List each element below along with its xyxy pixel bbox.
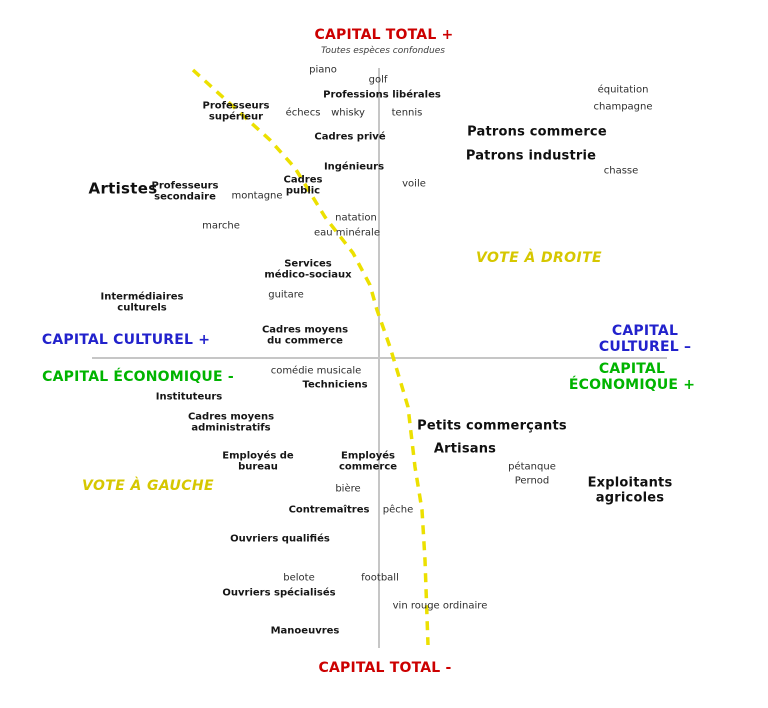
label-exploitants-agricoles: Exploitants agricoles [587, 475, 673, 505]
label-services-medico-sociaux: Services médico-sociaux [264, 258, 352, 281]
label-petanque: pétanque [508, 461, 556, 473]
label-cadres-prive: Cadres privé [314, 131, 386, 143]
label-piano: piano [309, 64, 337, 76]
label-artisans: Artisans [433, 441, 497, 457]
label-echecs: échecs [285, 107, 321, 119]
label-capital-culturel: CAPITAL CULTUREL – [598, 323, 692, 355]
label-eau-minerale: eau minérale [314, 227, 380, 239]
label-whisky: whisky [331, 107, 365, 119]
label-artistes: Artistes [88, 179, 158, 198]
label-toutes-especes-confondues: Toutes espèces confondues [321, 45, 445, 56]
label-vote-a-droite: VOTE À DROITE [475, 250, 603, 267]
label-natation: natation [335, 212, 377, 224]
label-professeurs-superieur: Professeurs supérieur [202, 100, 270, 123]
label-guitare: guitare [268, 289, 304, 301]
label-vin-rouge-ordinaire: vin rouge ordinaire [392, 600, 488, 612]
label-biere: bière [335, 483, 361, 495]
label-ouvriers-specialises: Ouvriers spécialisés [222, 587, 336, 599]
label-equitation: équitation [597, 84, 649, 96]
label-chasse: chasse [603, 165, 639, 177]
label-ingenieurs: Ingénieurs [323, 161, 385, 173]
label-employes-commerce: Employés commerce [338, 450, 398, 473]
label-techniciens: Techniciens [302, 379, 368, 391]
label-peche: pêche [382, 504, 414, 516]
label-employes-de-bureau: Employés de bureau [222, 450, 294, 473]
label-voile: voile [402, 178, 426, 190]
label-patrons-commerce: Patrons commerce [467, 124, 607, 140]
label-capital-economique: CAPITAL ÉCONOMIQUE + [568, 361, 696, 393]
label-professeurs-secondaire: Professeurs secondaire [151, 180, 219, 203]
label-cadres-moyens-administratifs: Cadres moyens administratifs [187, 411, 275, 434]
label-capital-total: CAPITAL TOTAL + [314, 27, 454, 44]
label-comedie-musicale: comédie musicale [270, 365, 362, 377]
label-patrons-industrie: Patrons industrie [465, 148, 597, 164]
label-cadres-moyens-du-commerce: Cadres moyens du commerce [261, 324, 349, 347]
label-ouvriers-qualifies: Ouvriers qualifiés [230, 533, 330, 545]
label-professions-liberales: Professions libérales [323, 89, 441, 101]
label-belote: belote [283, 572, 315, 584]
label-contremaitres: Contremaîtres [288, 504, 370, 516]
label-manoeuvres: Manoeuvres [270, 625, 340, 637]
label-capital-economique: CAPITAL ÉCONOMIQUE - [42, 369, 234, 386]
label-tennis: tennis [391, 107, 423, 119]
label-montagne: montagne [231, 190, 283, 202]
label-vote-a-gauche: VOTE À GAUCHE [81, 478, 215, 495]
label-intermediaires-culturels: Intermédiaires culturels [100, 291, 184, 314]
label-instituteurs: Instituteurs [155, 391, 223, 403]
label-golf: golf [368, 74, 388, 86]
label-football: football [361, 572, 399, 584]
label-capital-total: CAPITAL TOTAL - [318, 660, 452, 677]
label-cadres-public: Cadres public [283, 174, 323, 197]
label-marche: marche [202, 220, 240, 232]
label-champagne: champagne [593, 101, 653, 113]
label-capital-culturel: CAPITAL CULTUREL + [41, 332, 211, 349]
label-petits-commercants: Petits commerçants [417, 418, 567, 434]
label-pernod: Pernod [514, 475, 550, 487]
